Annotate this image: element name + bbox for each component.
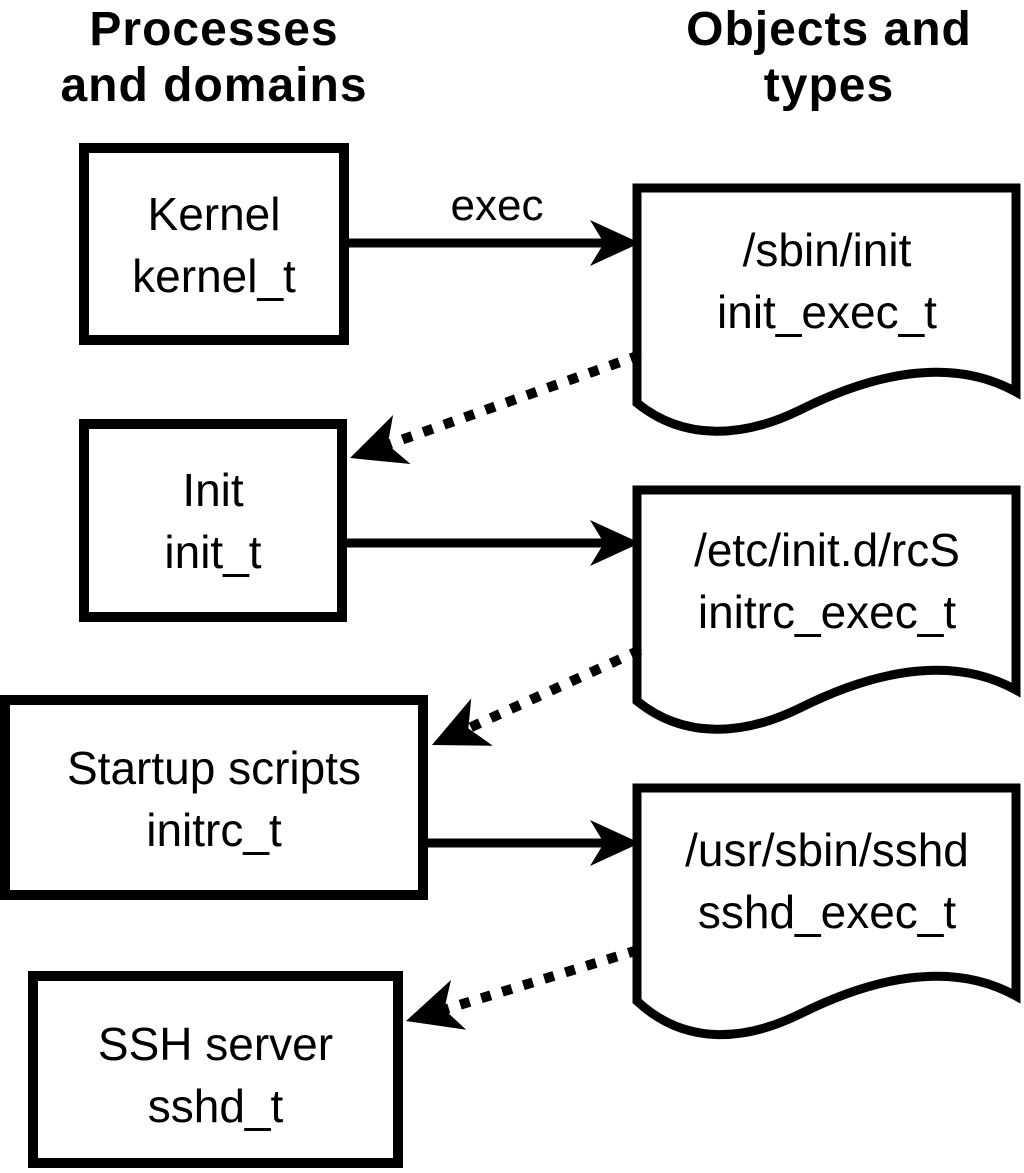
object-path: /etc/init.d/rcS: [694, 524, 960, 576]
object-type: sshd_exec_t: [697, 886, 957, 938]
object-label-usr-sbin-sshd: /usr/sbin/sshd sshd_exec_t: [637, 819, 1017, 943]
exec-arrow-init-to-rcs: [347, 520, 640, 566]
transition-arrow-init-exec-to-init-t: [350, 350, 642, 465]
header-line: types: [763, 59, 895, 112]
process-label-startup-scripts: Startup scripts initrc_t: [0, 737, 428, 861]
arrowhead-solid: [590, 520, 640, 566]
process-domain: init_t: [164, 526, 262, 578]
process-box-startup-scripts: [0, 695, 428, 900]
object-label-sbin-init: /sbin/init init_exec_t: [637, 219, 1017, 343]
document-shape-usr-sbin-sshd: [632, 783, 1021, 1039]
object-path: /sbin/init: [742, 224, 912, 276]
process-domain: kernel_t: [132, 250, 296, 302]
column-header-processes: Processes and domains: [14, 2, 414, 114]
object-type: init_exec_t: [717, 286, 937, 338]
header-line: and domains: [60, 59, 368, 112]
document-shape-sbin-init: [632, 183, 1021, 436]
column-header-objects: Objects and types: [629, 2, 1024, 114]
header-line: Objects and: [686, 3, 972, 56]
process-label-ssh-server: SSH server sshd_t: [28, 1013, 403, 1137]
arrowhead-solid: [590, 820, 640, 866]
process-name: SSH server: [97, 1018, 334, 1070]
process-box-kernel: [79, 143, 349, 345]
process-domain: sshd_t: [147, 1080, 284, 1132]
arrowhead-dotted: [350, 415, 411, 465]
exec-arrow-kernel-to-sbin-init: [349, 220, 640, 266]
document-shape-etc-initd-rcs: [632, 485, 1021, 734]
header-line: Processes: [89, 3, 339, 56]
process-box-ssh-server: [28, 971, 403, 1168]
process-name: Startup scripts: [67, 742, 361, 794]
process-label-kernel: Kernel kernel_t: [79, 183, 349, 307]
transition-arrow-initrc-exec-to-initrc-t: [432, 645, 643, 746]
process-box-init: [79, 419, 347, 622]
process-name: Init: [182, 464, 244, 516]
object-type: initrc_exec_t: [697, 586, 957, 638]
object-label-etc-initd-rcs: /etc/init.d/rcS initrc_exec_t: [637, 519, 1017, 643]
arrowhead-dotted: [406, 980, 467, 1030]
arrowhead-solid: [590, 220, 640, 266]
transition-arrow-sshd-exec-to-sshd-t: [406, 945, 640, 1030]
arrowhead-dotted: [432, 698, 493, 746]
exec-arrow-initrc-to-sshd: [428, 820, 640, 866]
process-domain: initrc_t: [146, 804, 282, 856]
process-label-init: Init init_t: [79, 459, 347, 583]
object-path: /usr/sbin/sshd: [685, 824, 969, 876]
exec-arrow-label: exec: [450, 181, 544, 230]
process-name: Kernel: [147, 188, 281, 240]
